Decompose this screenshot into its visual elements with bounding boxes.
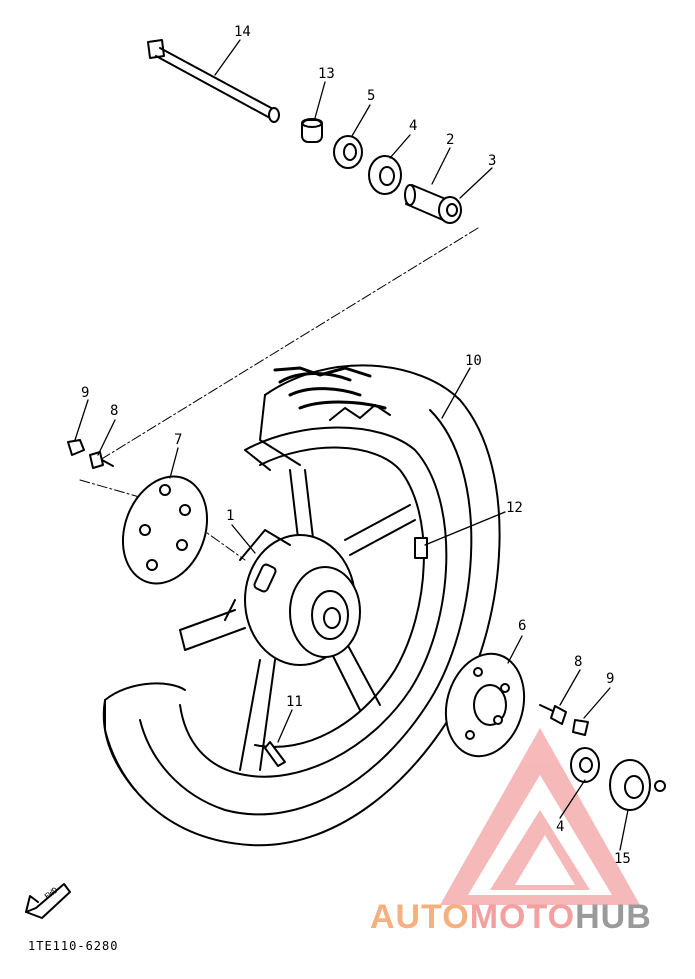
callout-13: 13 bbox=[318, 66, 335, 82]
disc-part-6 bbox=[444, 652, 526, 758]
nut-part-9-left bbox=[67, 439, 85, 456]
oil-seal-part-5 bbox=[333, 135, 363, 169]
tire-part-10 bbox=[102, 364, 501, 847]
callout-9-left: 9 bbox=[81, 385, 90, 401]
hub-part-1 bbox=[224, 529, 361, 666]
callout-2: 2 bbox=[446, 132, 455, 148]
callout-6: 6 bbox=[518, 618, 527, 634]
valve-part-11 bbox=[264, 741, 286, 767]
fwd-arrow-icon bbox=[25, 883, 71, 919]
callout-5: 5 bbox=[367, 88, 376, 104]
callout-4-bottom: 4 bbox=[556, 819, 565, 835]
part-code: 1TE110-6280 bbox=[28, 939, 119, 953]
spacer-tube-part-2 bbox=[404, 184, 449, 221]
watermark-brand: AUTOMOTOHUB bbox=[370, 898, 652, 937]
callout-15: 15 bbox=[614, 851, 631, 867]
callout-10: 10 bbox=[465, 353, 482, 369]
callout-8-left: 8 bbox=[110, 403, 119, 419]
callout-4-top: 4 bbox=[409, 118, 418, 134]
callout-9-right: 9 bbox=[606, 671, 615, 687]
balance-weight-part-12 bbox=[414, 537, 428, 559]
callout-12: 12 bbox=[506, 500, 523, 516]
watermark-logo bbox=[440, 728, 640, 905]
callout-3: 3 bbox=[488, 153, 497, 169]
spacer-part-13 bbox=[301, 118, 323, 143]
leader-lines bbox=[74, 39, 629, 851]
bearing-part-4-top bbox=[368, 155, 402, 195]
bearing-part-4-bottom bbox=[570, 747, 600, 783]
bolt-part-8-right bbox=[539, 704, 567, 725]
bolt-part-8-left bbox=[89, 451, 114, 469]
brand-part-auto: AUTO bbox=[370, 898, 470, 936]
axle-part-14 bbox=[147, 39, 280, 123]
rim bbox=[179, 426, 448, 778]
brand-part-moto: MOTO bbox=[469, 898, 576, 936]
callout-14: 14 bbox=[234, 24, 251, 40]
gear-unit-part-15 bbox=[609, 759, 666, 811]
nut-part-9-right bbox=[572, 719, 589, 736]
brand-part-hub: HUB bbox=[575, 898, 652, 936]
collar-part-3 bbox=[438, 196, 462, 224]
callout-7: 7 bbox=[174, 432, 183, 448]
callout-8-right: 8 bbox=[574, 654, 583, 670]
callout-11: 11 bbox=[286, 694, 303, 710]
callout-1: 1 bbox=[226, 508, 235, 524]
disc-part-7 bbox=[121, 475, 209, 585]
spokes bbox=[179, 469, 416, 771]
